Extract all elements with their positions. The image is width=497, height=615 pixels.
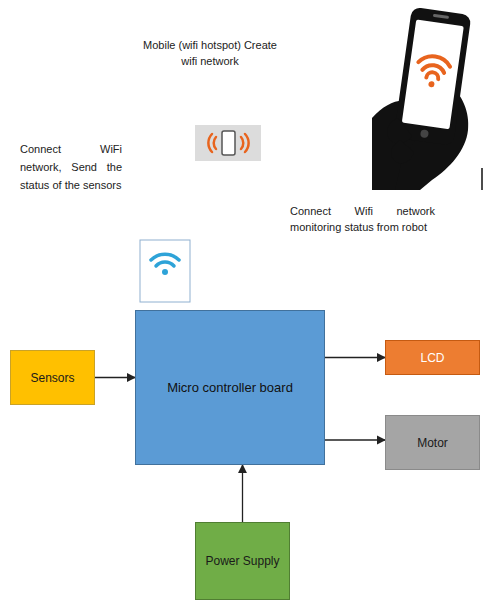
arrow-connector [325,439,385,440]
sensor-box: Sensors [10,350,95,405]
box-label: LCD [420,351,444,365]
box-label: Motor [417,436,448,450]
wifi-module [140,240,190,302]
hotspot-icon [195,125,261,161]
arrow-connector [95,377,135,378]
arrow-connector [242,465,243,522]
monitor-note: Connect Wifi network monitoring status f… [290,204,435,236]
sensor-link-note: Connect WiFi network, Send the status of… [20,140,122,194]
box-label: Sensors [30,371,74,385]
mark-bar [481,168,483,190]
phone-in-hand [372,7,471,190]
display-box: LCD [385,340,480,375]
motor-box: Motor [385,415,480,470]
box-label: Power Supply [205,554,279,568]
arrow-connector [325,357,385,358]
power-box: Power Supply [195,522,290,600]
box-label: Micro controller board [167,380,293,395]
controller-box: Micro controller board [135,310,325,465]
hotspot-note: Mobile (wifi hotspot) Create wifi networ… [140,38,280,70]
